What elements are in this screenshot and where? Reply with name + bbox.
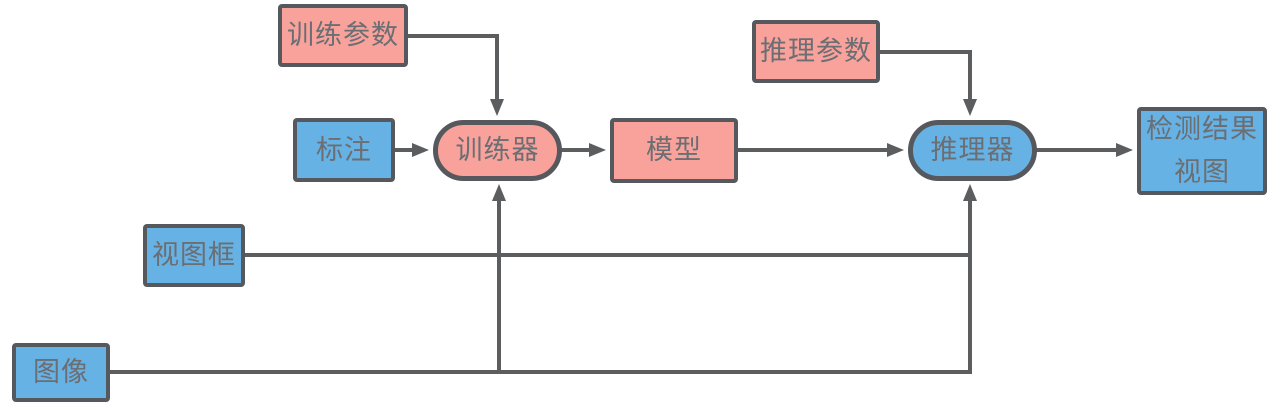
- node-image-label: 图像: [33, 357, 89, 388]
- node-inferencer-label: 推理器: [930, 135, 1015, 166]
- node-result-view: 检测结果 视图: [1137, 107, 1267, 195]
- node-view-frame-label: 视图框: [152, 240, 236, 271]
- node-infer-params-label: 推理参数: [760, 36, 872, 67]
- node-view-frame: 视图框: [143, 224, 245, 287]
- node-train-params-label: 训练参数: [287, 20, 399, 51]
- node-image: 图像: [12, 343, 110, 402]
- node-model: 模型: [610, 118, 738, 183]
- node-result-view-label-line2: 视图: [1174, 157, 1230, 187]
- node-inferencer: 推理器: [908, 120, 1037, 181]
- node-result-view-label-line1: 检测结果: [1146, 113, 1258, 144]
- node-annotation: 标注: [293, 118, 395, 182]
- node-trainer: 训练器: [433, 120, 562, 181]
- edge-infer-params-to-inferencer: [879, 50, 977, 116]
- edge-image-bus-to-inferencer: [109, 184, 977, 374]
- node-trainer-label: 训练器: [455, 135, 540, 166]
- node-model-label: 模型: [646, 135, 702, 166]
- edge-train-params-to-trainer: [407, 34, 504, 116]
- node-annotation-label: 标注: [316, 134, 372, 165]
- node-train-params: 训练参数: [278, 4, 408, 67]
- node-infer-params: 推理参数: [752, 20, 880, 83]
